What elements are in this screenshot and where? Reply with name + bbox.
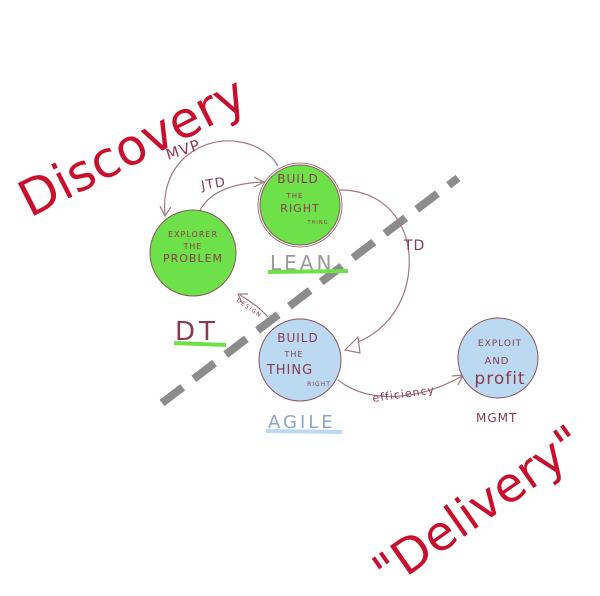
td-arrow	[339, 189, 410, 343]
node-label-agile: AGILE	[268, 412, 336, 433]
node-label-mgmt: MGMT	[476, 411, 517, 425]
mvp-arrowhead	[159, 205, 172, 218]
node-exploit-line-2: AND	[484, 356, 509, 367]
node-exploit-line-1: EXPLOIT	[478, 339, 522, 349]
discovery-title: Discovery	[9, 65, 255, 229]
node-build-the-thing-right: BUILD THE THING RIGHT	[258, 318, 342, 402]
node-build-thing-line-4: RIGHT	[307, 381, 331, 388]
node-exploit-circle	[457, 317, 539, 399]
discovery-delivery-divider	[159, 174, 461, 407]
node-explore-the-problem: EXPLORER THE PROBLEM	[149, 209, 237, 297]
label-dt-underline	[173, 341, 227, 347]
design-arrowhead	[237, 293, 248, 304]
node-build-right-outline	[257, 162, 343, 248]
node-build-thing-circle	[258, 318, 342, 402]
mvp-arrow	[164, 140, 279, 215]
node-explore-line-2: THE	[183, 242, 203, 251]
node-build-the-right-thing: BUILD THE RIGHT THING	[257, 162, 343, 248]
edge-label-td: TD	[403, 238, 425, 254]
node-explore-circle	[149, 209, 237, 297]
node-build-right-line-3: RIGHT	[280, 202, 319, 215]
node-explore-line-1: EXPLORER	[168, 230, 218, 239]
design-arrow	[239, 294, 269, 318]
edge-label-jtd: JTD	[199, 175, 227, 194]
node-build-right-circle	[259, 164, 341, 246]
node-build-thing-line-3: THING	[266, 363, 313, 378]
node-build-right-line-1: BUILD	[277, 172, 318, 186]
node-exploit-line-3: profit	[474, 369, 525, 389]
node-build-right-line-2: THE	[286, 192, 304, 200]
label-agile-underline	[265, 429, 343, 434]
node-build-thing-line-1: BUILD	[277, 331, 318, 345]
jtd-arrowhead	[253, 176, 266, 188]
delivery-title: "Delivery"	[363, 414, 595, 596]
node-build-thing-line-2: THE	[284, 350, 304, 359]
efficiency-arrow	[337, 375, 463, 398]
edge-label-efficiency: efficiency	[372, 383, 436, 405]
node-explore-line-3: PROBLEM	[163, 252, 223, 265]
node-exploit-and-profit: EXPLOIT AND profit	[457, 317, 539, 399]
td-arrowhead	[343, 335, 361, 354]
jtd-arrow	[197, 181, 263, 216]
node-build-right-line-4: THING	[307, 220, 329, 226]
label-lean-underline	[267, 269, 349, 274]
